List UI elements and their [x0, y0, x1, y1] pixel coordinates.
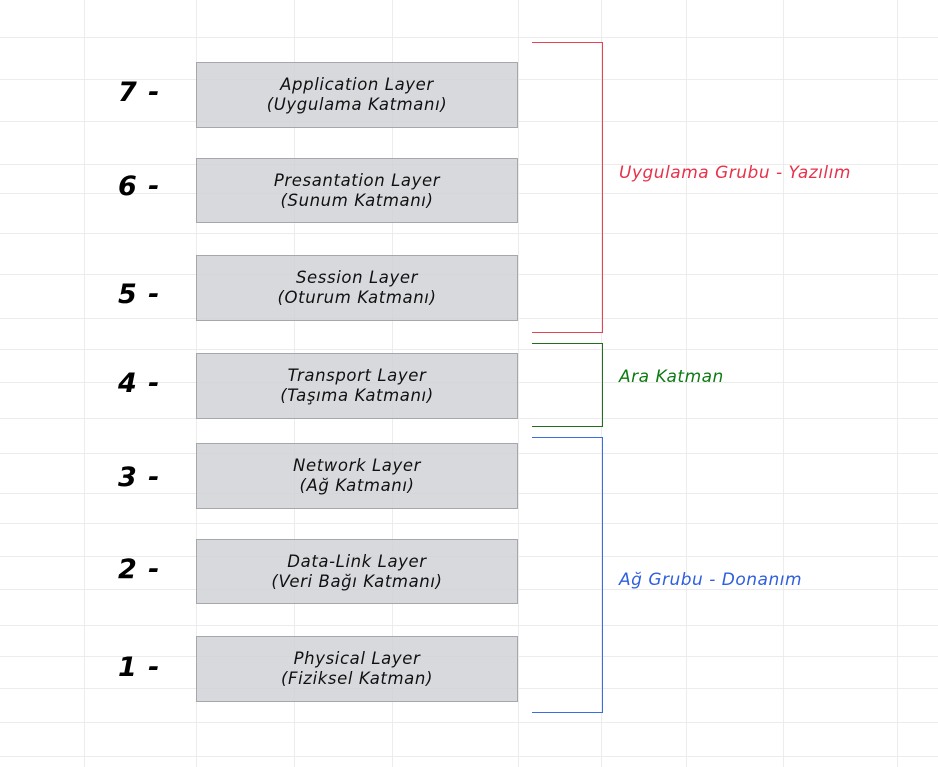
layer-number-4: 4 - [118, 368, 161, 399]
layer-box-transport[interactable]: Transport Layer (Taşıma Katmanı) [196, 353, 518, 419]
layer-number-3: 3 - [118, 462, 161, 493]
layer-translation: (Taşıma Katmanı) [280, 386, 434, 405]
layer-name: Presantation Layer [273, 170, 441, 190]
layer-number-5: 5 - [118, 279, 161, 310]
layer-name: Network Layer [293, 456, 421, 475]
group-label-application: Uygulama Grubu - Yazılım [619, 163, 851, 183]
layer-box-network[interactable]: Network Layer (Ağ Katmanı) [196, 443, 518, 509]
layer-number-6: 6 - [118, 171, 161, 202]
layer-name: Transport Layer [287, 366, 427, 385]
layer-box-session[interactable]: Session Layer (Oturum Katmanı) [196, 255, 518, 321]
layer-number-1: 1 - [118, 652, 161, 683]
bracket-network-group [532, 437, 603, 713]
layer-box-application[interactable]: Application Layer (Uygulama Katmanı) [196, 62, 518, 128]
group-label-middle: Ara Katman [619, 367, 724, 387]
bracket-middle-layer [532, 343, 603, 427]
layer-translation: (Oturum Katmanı) [277, 288, 437, 307]
layer-name: Data-Link Layer [287, 551, 427, 571]
layer-translation: (Veri Bağı Katmanı) [271, 571, 443, 591]
layer-translation: (Uygulama Katmanı) [266, 95, 448, 114]
layer-number-7: 7 - [118, 77, 161, 108]
bracket-application-group [532, 42, 603, 333]
group-label-network: Ağ Grubu - Donanım [619, 570, 803, 590]
layer-box-physical[interactable]: Physical Layer (Fiziksel Katman) [196, 636, 518, 702]
layer-translation: (Ağ Katmanı) [299, 476, 415, 495]
layer-number-2: 2 - [118, 554, 161, 585]
layer-translation: (Fiziksel Katman) [281, 669, 433, 688]
layer-box-presentation[interactable]: Presantation Layer (Sunum Katmanı) [196, 158, 518, 223]
layer-translation: (Sunum Katmanı) [280, 190, 434, 210]
layer-name: Session Layer [295, 268, 418, 287]
layer-box-data-link[interactable]: Data-Link Layer (Veri Bağı Katmanı) [196, 539, 518, 604]
layer-name: Application Layer [280, 75, 434, 94]
layer-name: Physical Layer [293, 649, 421, 668]
